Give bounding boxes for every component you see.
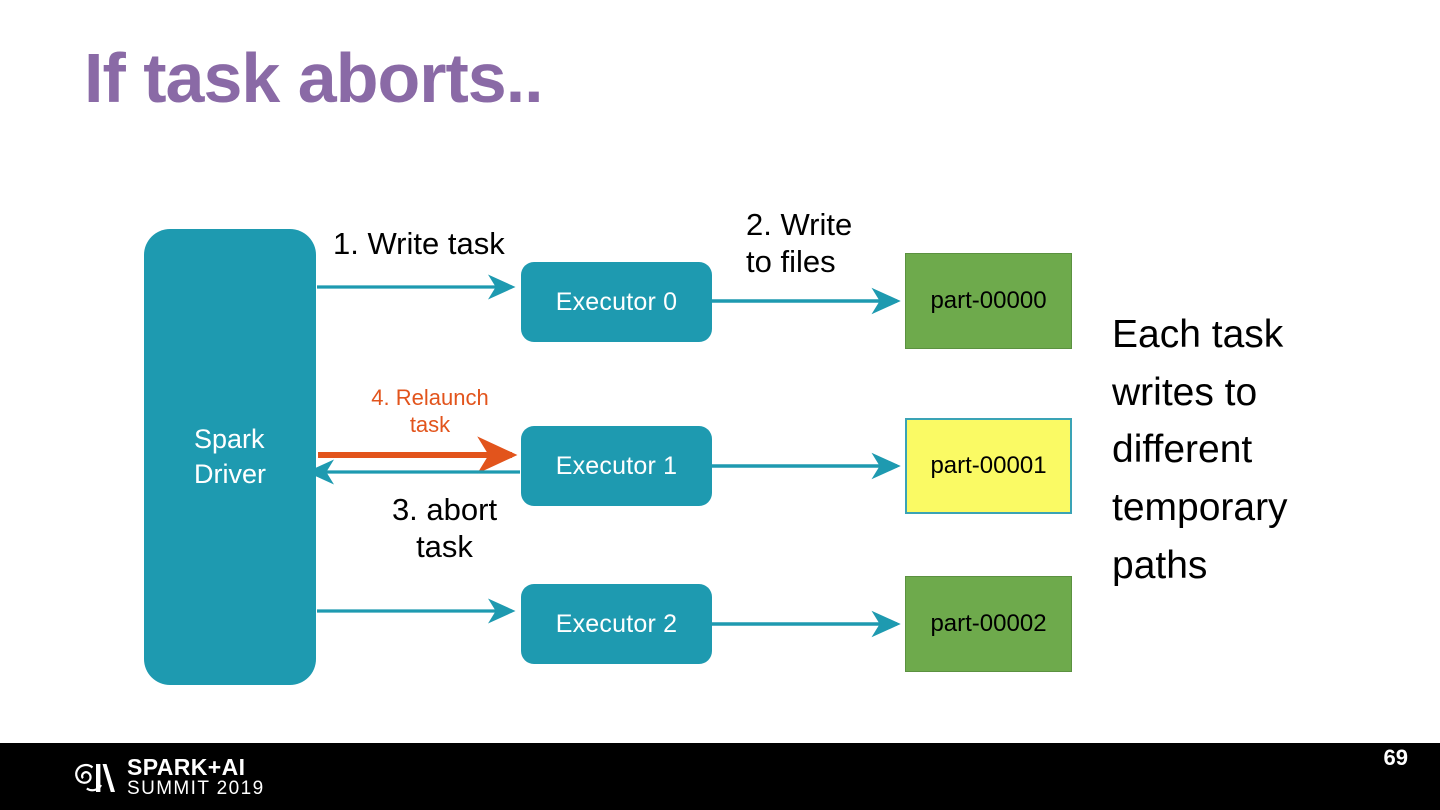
part-00000-label: part-00000 [930, 287, 1047, 314]
node-file-part-00001[interactable]: part-00001 [905, 418, 1072, 514]
label-step-3-abort-task: 3. abort task [391, 492, 498, 564]
driver-label-line2: Driver [194, 459, 266, 489]
logo-line-1: SPARK+AI [127, 754, 246, 780]
executor-2-label: Executor 2 [555, 609, 678, 638]
side-caption: Each task writes to different temporary … [1112, 313, 1288, 587]
executor-1-label: Executor 1 [555, 451, 678, 480]
label-step-1-write-task: 1. Write task [333, 226, 505, 261]
node-executor-1[interactable]: Executor 1 [521, 426, 712, 506]
footer-bar [0, 743, 1440, 810]
logo-line-2: SUMMIT 2019 [127, 778, 265, 800]
part-00002-label: part-00002 [930, 610, 1047, 637]
node-spark-driver[interactable]: Spark Driver [144, 229, 316, 685]
node-file-part-00002[interactable]: part-00002 [905, 576, 1072, 672]
page-number: 69 [1383, 745, 1408, 770]
spark-ai-summit-logo: SPARK+AI SUMMIT 2019 [72, 754, 265, 800]
driver-label-line1: Spark [194, 424, 265, 455]
logo-wordmark: SPARK+AI SUMMIT 2019 [127, 754, 265, 800]
node-executor-0[interactable]: Executor 0 [521, 262, 712, 342]
part-00001-label: part-00001 [930, 452, 1047, 479]
label-step-4-relaunch-task: 4. Relaunch task [371, 385, 489, 437]
node-file-part-00000[interactable]: part-00000 [905, 253, 1072, 349]
page-title: If task aborts.. [84, 39, 544, 117]
label-step-2-write-to-files: 2. Write to files [746, 207, 853, 279]
node-executor-2[interactable]: Executor 2 [521, 584, 712, 664]
executor-0-label: Executor 0 [555, 287, 678, 316]
spark-spiral-logo-icon [75, 763, 115, 792]
